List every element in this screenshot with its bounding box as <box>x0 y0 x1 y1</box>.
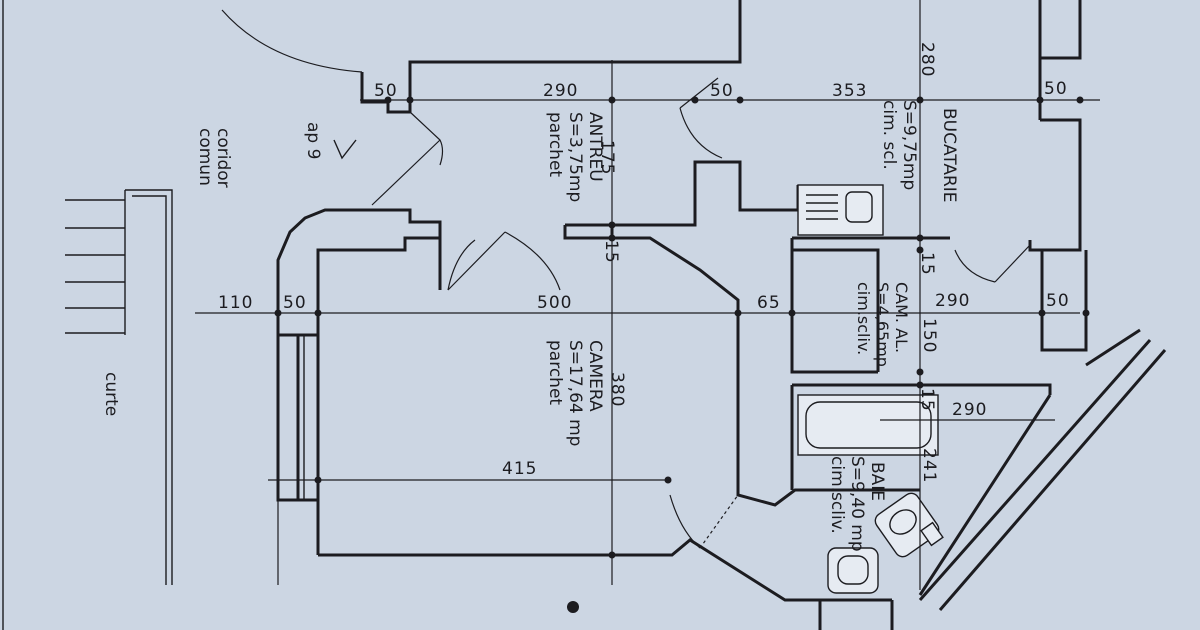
room-camera-area: S=17,64 mp <box>565 340 585 446</box>
room-baie-area: S=9,40 mp <box>847 456 867 552</box>
dim-353: 353 <box>832 81 867 101</box>
dim-150: 150 <box>919 318 939 353</box>
room-camara-area: S=4,65mp <box>873 282 892 367</box>
dim-15-c: 15 <box>917 388 937 412</box>
dim-415: 415 <box>502 459 537 479</box>
room-baie-floor: cim.scliv. <box>827 456 847 534</box>
toilet <box>827 547 879 594</box>
dim-380: 380 <box>607 372 627 407</box>
stair-steps <box>65 189 173 585</box>
dim-50-right-top: 50 <box>1044 79 1068 99</box>
exterior-walls <box>276 0 1167 630</box>
drain-dot <box>567 601 579 613</box>
room-bucatarie-name: BUCATARIE <box>939 108 959 203</box>
room-camara-floor: cim.scliv. <box>854 282 873 355</box>
room-baie: BAIE S=9,40 mp cim.scliv. <box>827 456 887 552</box>
kitchen-stove <box>797 184 884 236</box>
room-camara: CAM. AL. S=4,65mp cim.scliv. <box>854 282 911 367</box>
coridor-comun-label: coridor comun <box>195 128 233 188</box>
room-bucatarie: BUCATARIE S=9,75mp cim. scl. <box>879 100 959 203</box>
room-bucatarie-area: S=9,75mp <box>899 100 919 190</box>
dim-50-right-mid: 50 <box>1046 291 1070 311</box>
room-antreu: ANTREU S=3,75mp parchet <box>545 112 605 202</box>
dim-280: 280 <box>917 42 937 77</box>
curte-label: curte <box>101 372 121 416</box>
dim-65: 65 <box>757 293 781 313</box>
dim-290-baie: 290 <box>952 400 987 420</box>
room-antreu-floor: parchet <box>545 112 565 177</box>
dim-15-a: 15 <box>601 240 621 264</box>
room-camera-name: CAMERA <box>585 340 605 412</box>
entry-arrow-icon <box>333 139 357 160</box>
room-camera: CAMERA S=17,64 mp parchet <box>545 340 605 446</box>
dim-290-camara: 290 <box>935 291 970 311</box>
room-camara-name: CAM. AL. <box>892 282 911 353</box>
room-baie-name: BAIE <box>867 462 887 501</box>
door-swings <box>371 77 1031 549</box>
dim-15-b: 15 <box>917 252 937 276</box>
dim-290-antreu: 290 <box>543 81 578 101</box>
bathtub <box>797 394 939 456</box>
room-bucatarie-floor: cim. scl. <box>879 100 899 170</box>
dim-50-lower: 50 <box>283 293 307 313</box>
coridor-label-line1: coridor <box>213 128 233 188</box>
corridor-door-swing <box>221 9 363 73</box>
dim-110: 110 <box>218 293 253 313</box>
dim-241: 241 <box>919 448 939 483</box>
dim-175: 175 <box>597 140 617 175</box>
dimension-ticks <box>274 96 1090 559</box>
dim-50-left: 50 <box>374 81 398 101</box>
apartment-label: ap 9 <box>303 122 323 159</box>
room-camera-floor: parchet <box>545 340 565 405</box>
room-antreu-name: ANTREU <box>585 112 605 182</box>
washbasin <box>874 492 944 558</box>
dim-50-mid: 50 <box>710 81 734 101</box>
dim-500: 500 <box>537 293 572 313</box>
coridor-label-line2: comun <box>195 128 215 186</box>
interior-walls <box>438 160 1052 596</box>
room-antreu-area: S=3,75mp <box>565 112 585 202</box>
